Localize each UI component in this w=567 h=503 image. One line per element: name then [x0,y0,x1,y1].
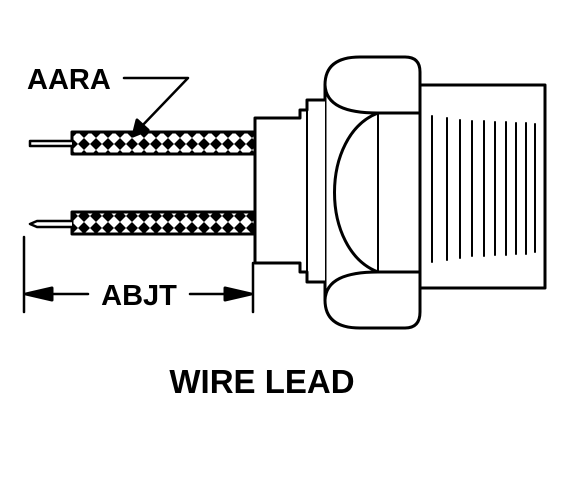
aara-leader [122,76,190,130]
thread-lines [431,115,536,263]
upper-wire [28,130,257,156]
threaded-fitting [413,83,547,290]
aara-arrowhead [131,118,150,138]
lower-wire [28,210,257,236]
upper-conductor [28,139,74,148]
dimension-arrow-left [24,286,54,302]
upper-wire-braid [70,130,257,156]
lower-wire-braid [70,210,257,236]
dimension-arrow-right [223,286,253,302]
abjt-label: ABJT [101,280,177,312]
diagram-caption: WIRE LEAD [169,363,354,400]
lower-conductor [28,219,74,229]
hex-nut [323,55,422,330]
collar [253,98,327,284]
aara-label: AARA [27,64,111,96]
